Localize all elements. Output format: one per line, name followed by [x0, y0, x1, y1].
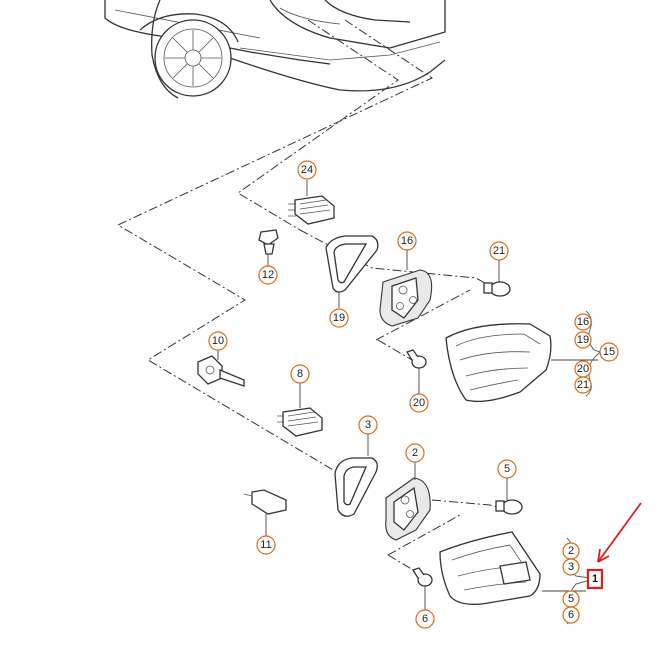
car-rear-outline: [104, 0, 446, 99]
group-upper-member-16[interactable]: 16: [574, 313, 592, 331]
callout-16[interactable]: 16: [397, 231, 417, 251]
svg-text:10: 10: [212, 335, 224, 347]
callout-3[interactable]: 3: [358, 415, 378, 435]
svg-text:24: 24: [301, 164, 313, 176]
svg-text:15: 15: [603, 346, 615, 358]
callout-24[interactable]: 24: [297, 160, 317, 180]
svg-text:16: 16: [577, 316, 589, 328]
assembly-callout-15[interactable]: 15: [599, 342, 619, 362]
callout-6[interactable]: 6: [415, 609, 435, 629]
socket-part-10: [197, 355, 245, 387]
bulb-part-21: [483, 281, 511, 297]
group-upper-member-19[interactable]: 19: [574, 331, 592, 349]
group-lower-member-6[interactable]: 6: [562, 606, 580, 624]
assembly-guide-lines: [116, 19, 501, 581]
bulb-holder-part-2: [385, 477, 431, 541]
highlighted-callout-1[interactable]: 1: [586, 568, 604, 590]
svg-text:11: 11: [260, 539, 271, 551]
switch-part-11: [243, 489, 287, 515]
clip-part-12: [258, 229, 279, 255]
callout-11[interactable]: 11: [256, 535, 276, 555]
callout-2[interactable]: 2: [405, 443, 425, 463]
gasket-part-3: [334, 457, 378, 517]
group-lower-member-3[interactable]: 3: [562, 558, 580, 576]
callout-10[interactable]: 10: [208, 331, 228, 351]
red-pointer-arrow: [597, 502, 642, 563]
svg-text:16: 16: [401, 235, 413, 247]
group-lower-member-2[interactable]: 2: [562, 542, 580, 560]
screw-part-6: [412, 567, 433, 587]
group-brace-upper: [585, 310, 601, 397]
callout-20[interactable]: 20: [409, 393, 429, 413]
connector-part-24: [288, 195, 335, 225]
svg-text:6: 6: [422, 613, 428, 625]
svg-text:8: 8: [297, 368, 303, 380]
svg-text:19: 19: [333, 312, 345, 324]
connector-part-8: [277, 407, 323, 437]
svg-text:5: 5: [568, 593, 574, 605]
bulb-part-5: [495, 499, 523, 515]
taillight-outer-part-1: [439, 531, 541, 605]
svg-text:19: 19: [577, 334, 589, 346]
svg-text:5: 5: [504, 463, 510, 475]
gasket-part-19: [325, 235, 379, 293]
callout-19[interactable]: 19: [329, 308, 349, 328]
callout-21[interactable]: 21: [489, 241, 509, 261]
svg-text:3: 3: [365, 419, 371, 431]
svg-text:2: 2: [568, 545, 574, 557]
bulb-holder-part-16: [379, 269, 433, 327]
svg-text:3: 3: [568, 561, 574, 573]
svg-text:12: 12: [262, 269, 274, 281]
svg-text:20: 20: [577, 363, 589, 375]
svg-text:21: 21: [577, 379, 589, 391]
svg-text:2: 2: [412, 447, 418, 459]
svg-text:21: 21: [493, 245, 505, 257]
group-upper-member-21[interactable]: 21: [574, 376, 592, 394]
svg-text:1: 1: [592, 573, 598, 585]
taillight-inner-part-15: [445, 323, 552, 403]
group-lower-member-5[interactable]: 5: [562, 590, 580, 608]
svg-text:20: 20: [413, 397, 425, 409]
leader-lines: [217, 180, 598, 610]
callout-5[interactable]: 5: [497, 459, 517, 479]
callout-8[interactable]: 8: [290, 364, 310, 384]
svg-text:6: 6: [568, 609, 574, 621]
group-upper-member-20[interactable]: 20: [574, 360, 592, 378]
callout-12[interactable]: 12: [258, 265, 278, 285]
